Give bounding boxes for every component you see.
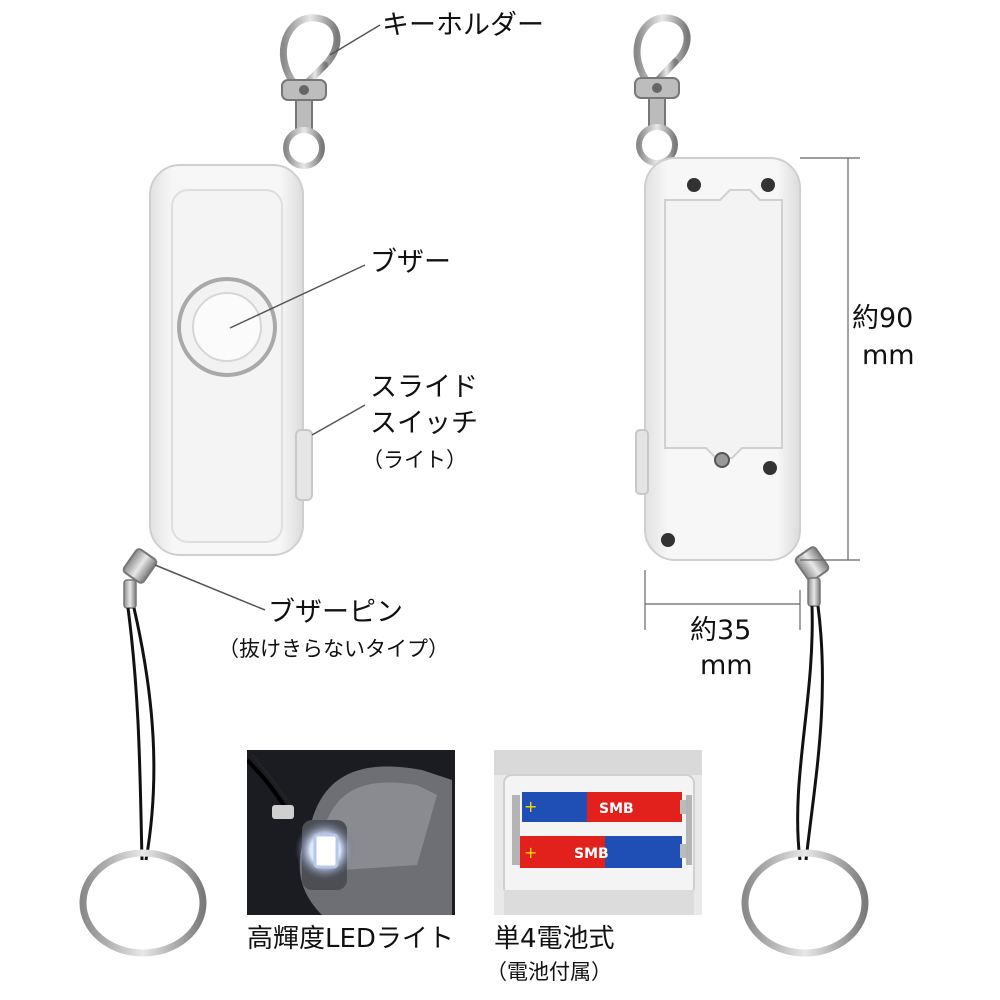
battery-note: （電池付属）: [486, 960, 612, 984]
battery-brand-1: SMB: [599, 801, 634, 817]
battery-caption: 単4電池式: [494, 924, 615, 954]
width-dimension-value: 約35: [690, 615, 752, 646]
dimension-lines: [644, 157, 860, 630]
buzzer-pin-label: ブザーピン: [268, 597, 403, 628]
svg-text:+: +: [524, 797, 537, 816]
height-dimension-unit: mm: [862, 340, 915, 371]
buzzer-pin-note: （抜けきらないタイプ）: [218, 637, 449, 661]
leader-lines: [154, 24, 381, 611]
slide-switch-label-1: スライド: [370, 372, 478, 403]
battery-brand-2: SMB: [574, 846, 609, 862]
front-device: [79, 14, 341, 957]
led-light-photo: [247, 750, 455, 915]
slide-switch-label-2: スイッチ: [370, 408, 478, 439]
svg-text:+: +: [524, 843, 537, 862]
slide-switch-note: （ライト）: [362, 448, 467, 472]
buzzer-label: ブザー: [370, 247, 451, 278]
keyholder-label: キーホルダー: [382, 10, 544, 41]
width-dimension-unit: mm: [700, 650, 753, 681]
battery-photo: SMB + SMB +: [494, 750, 702, 915]
led-light-caption: 高輝度LEDライト: [247, 924, 454, 954]
height-dimension-value: 約90: [852, 303, 914, 334]
back-device: [633, 14, 869, 957]
